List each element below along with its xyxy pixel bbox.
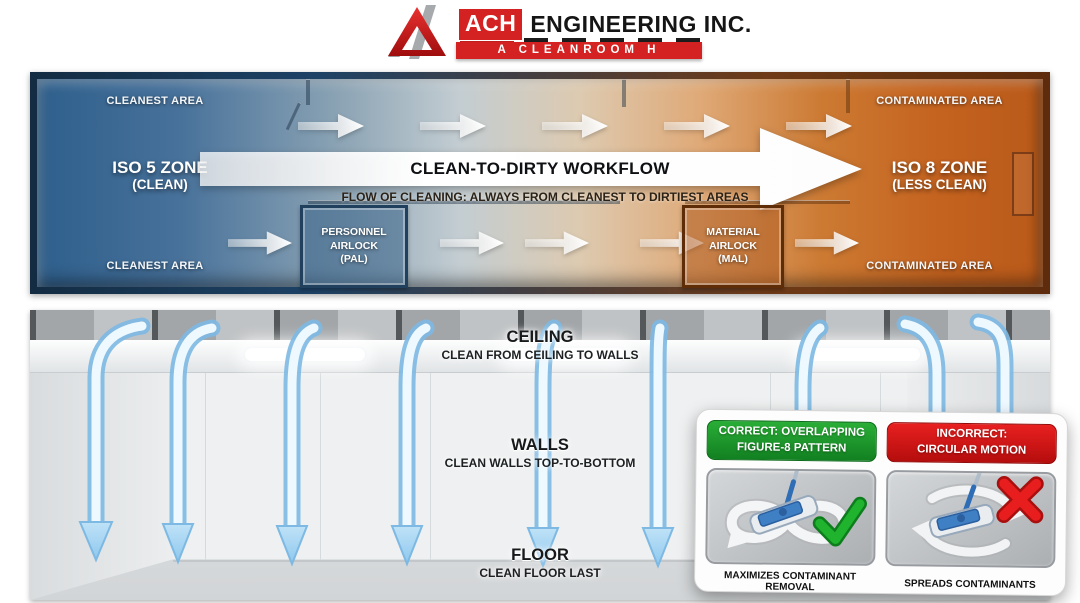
cleaning-direction-arrows <box>78 313 1022 569</box>
flow-arrow-icon <box>542 114 608 138</box>
flow-arrow-icon <box>228 231 292 255</box>
flow-arrow-icon <box>525 231 589 255</box>
brand-title: ACH ENGINEERING INC. <box>459 8 752 40</box>
mal-line1: MATERIAL <box>706 226 760 239</box>
correct-caption: MAXIMIZES CONTAMINANT REMOVAL <box>724 570 857 594</box>
incorrect-badge-line2: CIRCULAR MOTION <box>916 443 1027 457</box>
walls-subtitle: CLEAN WALLS TOP-TO-BOTTOM <box>444 456 636 470</box>
mopping-technique-inset: CORRECT: OVERLAPPING FIGURE-8 PATTERN IN… <box>693 408 1069 597</box>
figure8-demo-box <box>705 467 877 566</box>
correct-technique-badge: CORRECT: OVERLAPPING FIGURE-8 PATTERN <box>706 419 877 462</box>
contaminated-area-bottom-label: CONTAMINATED AREA <box>866 260 993 272</box>
circular-demo-box <box>885 470 1057 569</box>
brand-banner: A CLEANROOM H <box>456 42 702 59</box>
iso8-zone-title: ISO 8 ZONE <box>891 158 988 177</box>
contaminated-area-top-label: CONTAMINATED AREA <box>876 95 1003 107</box>
company-logo-icon <box>388 5 454 59</box>
circular-motion-icon <box>911 470 1044 559</box>
floor-step-label: FLOOR CLEAN FLOOR LAST <box>290 546 790 580</box>
brand-dashes-artifact <box>524 38 710 44</box>
ceiling-light <box>505 348 625 361</box>
wall-segment <box>622 79 626 107</box>
iso5-zone-title: ISO 5 ZONE <box>112 158 208 177</box>
mal-line3: (MAL) <box>718 253 748 266</box>
personnel-airlock-box: PERSONNEL AIRLOCK (PAL) <box>300 205 408 288</box>
floor-subtitle: CLEAN FLOOR LAST <box>479 566 601 580</box>
iso5-zone-subtitle: (CLEAN) <box>132 177 188 192</box>
ceiling-step-label: CEILING CLEAN FROM CEILING TO WALLS <box>290 328 790 362</box>
flow-arrow-icon <box>664 114 730 138</box>
correct-badge-line2: FIGURE-8 PATTERN <box>736 441 847 455</box>
airflow-arrow <box>390 319 435 567</box>
airflow-arrow <box>641 319 675 569</box>
airflow-arrow <box>275 319 323 567</box>
floor-title: FLOOR <box>511 546 569 564</box>
flow-arrow-icon <box>786 114 852 138</box>
workflow-subtitle: FLOW OF CLEANING: ALWAYS FROM CLEANEST T… <box>341 190 749 204</box>
cleanest-area-top-label: CLEANEST AREA <box>106 95 204 107</box>
walls-step-label: WALLS CLEAN WALLS TOP-TO-BOTTOM <box>290 436 790 470</box>
cleanest-area-bottom-label: CLEANEST AREA <box>106 260 204 272</box>
airflow-arrow <box>78 317 151 563</box>
mop-icon <box>749 467 819 535</box>
wall-seam <box>205 372 206 560</box>
right-door <box>1012 152 1034 216</box>
ceiling-subtitle: CLEAN FROM CEILING TO WALLS <box>441 348 639 362</box>
flow-arrow-icon <box>795 231 859 255</box>
pal-line3: (PAL) <box>340 253 368 266</box>
walls-title: WALLS <box>511 436 569 454</box>
mop-icon <box>928 470 995 539</box>
airflow-arrow <box>161 319 221 565</box>
pal-line1: PERSONNEL <box>321 226 387 239</box>
main-workflow-arrow <box>200 128 862 210</box>
workflow-panel: CLEANEST AREA CLEANEST AREA ISO 5 ZONE (… <box>30 72 1050 294</box>
airflow-arrow <box>526 319 563 569</box>
wall-seam <box>320 372 321 560</box>
wall-segment <box>846 79 850 113</box>
ceiling-title: CEILING <box>506 328 574 346</box>
pal-line2: AIRLOCK <box>330 239 378 252</box>
iso8-zone-subtitle: (LESS CLEAN) <box>892 177 987 192</box>
corridor-wall <box>308 200 620 204</box>
check-icon <box>812 496 867 547</box>
wall-segment <box>306 79 310 105</box>
figure8-pattern-icon <box>724 467 867 549</box>
flow-arrow-icon <box>420 114 486 138</box>
flow-arrow-icon <box>298 114 364 138</box>
workflow-title: CLEAN-TO-DIRTY WORKFLOW <box>410 159 670 178</box>
brand-name: ENGINEERING INC. <box>530 10 752 37</box>
brand-prefix: ACH <box>459 8 523 40</box>
material-airlock-box: MATERIAL AIRLOCK (MAL) <box>682 205 784 288</box>
flow-arrow-icon <box>440 231 504 255</box>
wall-seam <box>430 372 431 560</box>
mal-line2: AIRLOCK <box>709 239 757 252</box>
x-icon <box>996 476 1044 524</box>
ceiling-light <box>800 348 920 361</box>
incorrect-caption: SPREADS CONTAMINANTS <box>904 577 1036 591</box>
incorrect-technique-badge: INCORRECT: CIRCULAR MOTION <box>886 422 1057 465</box>
ceiling-light <box>245 348 365 361</box>
